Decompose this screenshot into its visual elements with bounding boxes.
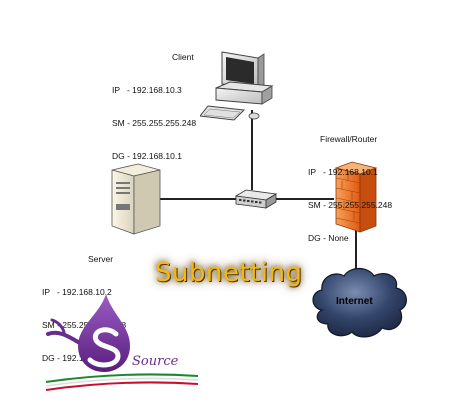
firewall-sm: SM - 255.255.255.248 <box>308 200 393 210</box>
logo-text: Source <box>132 354 179 369</box>
switch-icon <box>234 189 278 209</box>
firewall-label: Firewall/Router IP - 192.168.10.1 SM - 2… <box>308 112 392 266</box>
diagram-title: Subnetting <box>155 258 303 288</box>
client-ip: IP - 192.168.10.3 <box>112 85 182 95</box>
client-dg: DG - 192.168.10.1 <box>112 151 182 161</box>
client-label: Client IP - 192.168.10.3 SM - 255.255.25… <box>112 30 196 184</box>
source-logo-icon <box>45 294 199 391</box>
internet-label: Internet <box>336 296 373 307</box>
client-computer-icon <box>200 51 274 121</box>
server-title: Server <box>88 254 114 264</box>
firewall-dg: DG - None <box>308 233 349 243</box>
server-to-switch-line <box>160 198 240 200</box>
firewall-to-internet-line <box>355 230 357 272</box>
internet-cloud-icon <box>312 267 407 338</box>
firewall-ip: IP - 192.168.10.1 <box>308 167 378 177</box>
client-to-switch-line <box>251 110 253 190</box>
server-ip: IP - 192.168.10.2 <box>42 287 112 297</box>
server-icon <box>111 163 161 235</box>
client-sm: SM - 255.255.255.248 <box>112 118 197 128</box>
client-title: Client <box>172 52 194 62</box>
switch-to-firewall-line <box>272 198 334 200</box>
firewall-icon <box>334 161 378 233</box>
firewall-title: Firewall/Router <box>320 134 378 144</box>
